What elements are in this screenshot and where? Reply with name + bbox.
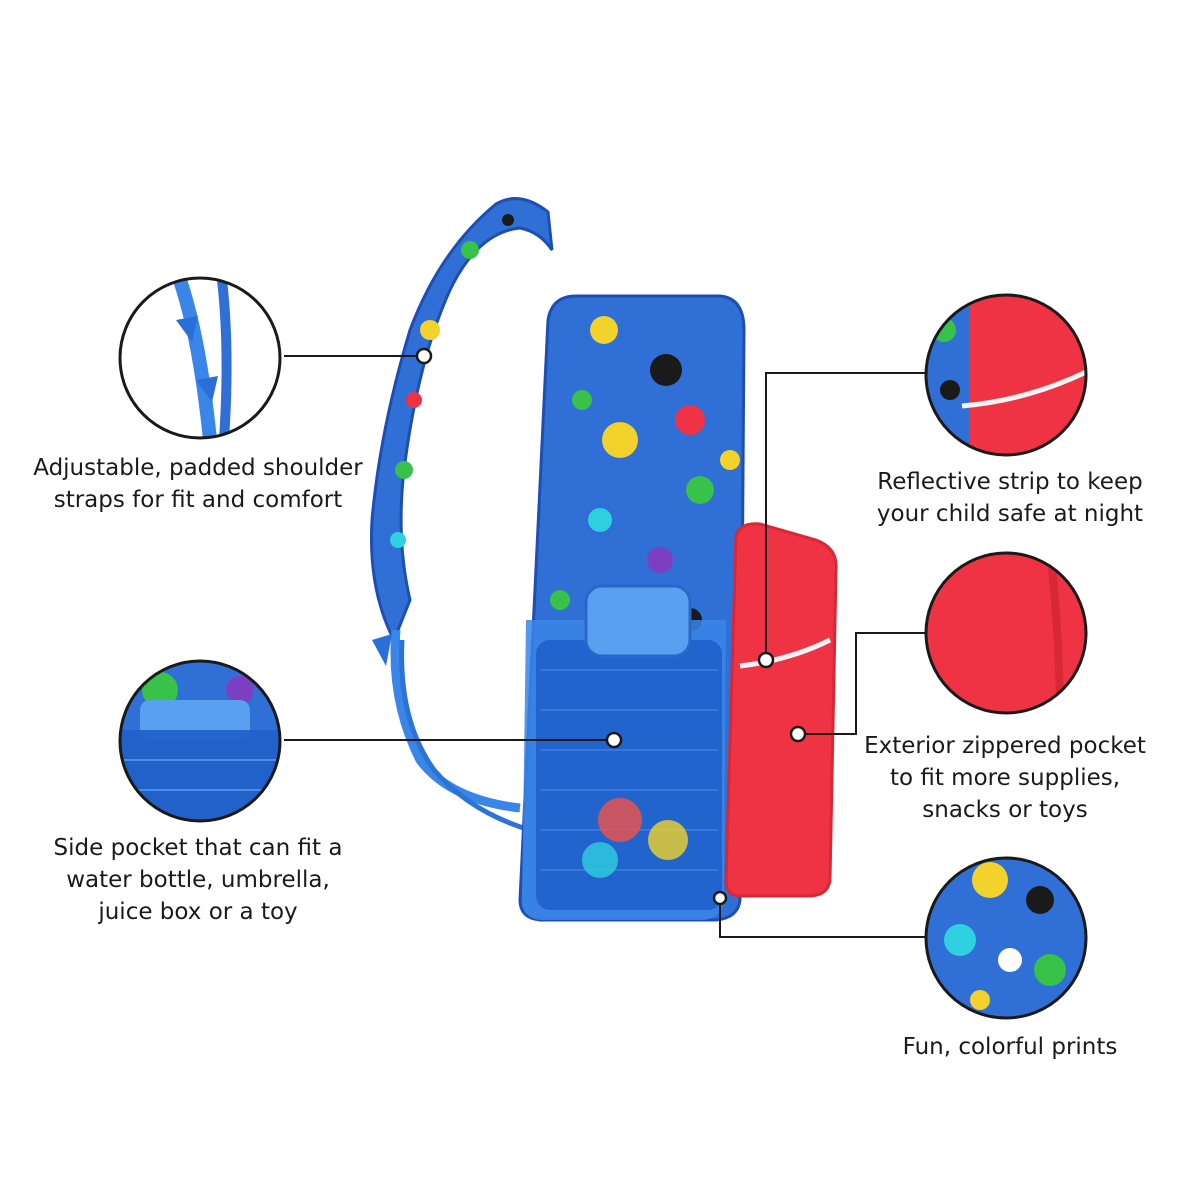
caption-line: juice box or a toy (98, 899, 298, 925)
caption-reflective-strip: Reflective strip to keep your child safe… (840, 466, 1180, 530)
caption-line: water bottle, umbrella, (66, 867, 330, 893)
detail-circle-prints (924, 856, 1088, 1020)
strap-print (390, 214, 514, 548)
dot-prints (712, 890, 728, 906)
backpack (370, 197, 838, 922)
leader-prints (719, 900, 926, 938)
detail-circle-exterior (924, 551, 1088, 715)
caption-colorful-prints: Fun, colorful prints (860, 1031, 1160, 1063)
dot-reflective (757, 651, 775, 669)
caption-line: Exterior zippered pocket (864, 733, 1146, 759)
shoulder-strap (370, 197, 554, 644)
reflective-strip (739, 637, 832, 669)
caption-line: straps for fit and comfort (53, 487, 343, 513)
caption-line: your child safe at night (876, 501, 1144, 527)
water-bottle (584, 584, 692, 658)
caption-line: Fun, colorful prints (902, 1034, 1118, 1060)
strap-buckle (372, 634, 392, 666)
lower-strap (390, 629, 521, 813)
caption-line: to fit more supplies, (889, 765, 1121, 791)
exterior-pocket (724, 522, 838, 898)
dot-exterior (789, 725, 807, 743)
callout-dots (415, 347, 807, 906)
caption-line: snacks or toys (922, 797, 1088, 823)
leader-reflective (765, 372, 926, 660)
detail-circle-straps (118, 276, 282, 440)
dot-side-pocket (605, 731, 623, 749)
caption-line: Reflective strip to keep (877, 469, 1143, 495)
lower-strap-2 (399, 639, 531, 833)
dot-straps (415, 347, 433, 365)
detail-circle-side-pocket (118, 659, 282, 823)
detail-circle-reflective (924, 293, 1088, 457)
caption-side-pocket: Side pocket that can fit a water bottle,… (28, 832, 368, 928)
callout-lines (284, 355, 926, 938)
caption-line: Side pocket that can fit a (53, 835, 343, 861)
mesh-pattern (540, 669, 718, 871)
caption-shoulder-straps: Adjustable, padded shoulder straps for f… (18, 452, 378, 516)
leader-exterior (798, 632, 926, 735)
bag-print (550, 316, 740, 632)
caption-line: Adjustable, padded shoulder (33, 455, 363, 481)
caption-exterior-pocket: Exterior zippered pocket to fit more sup… (850, 730, 1160, 826)
